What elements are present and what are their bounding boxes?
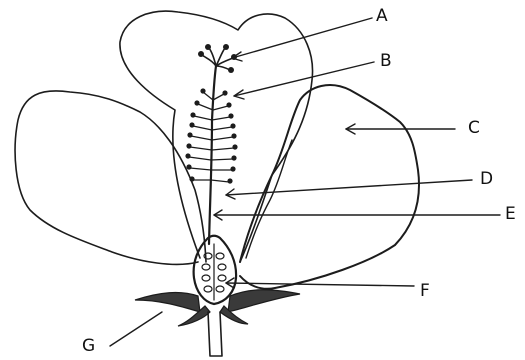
label-e: E xyxy=(505,206,516,223)
label-a: A xyxy=(376,8,388,25)
stigma xyxy=(198,44,237,73)
label-g: G xyxy=(82,338,96,355)
petal-top xyxy=(120,11,313,262)
pedicel xyxy=(208,312,222,356)
petal-right-inner xyxy=(246,140,292,258)
label-c: C xyxy=(468,120,480,137)
ovary xyxy=(194,236,236,304)
label-d: D xyxy=(480,171,494,188)
label-f: F xyxy=(420,283,430,300)
staminal-column xyxy=(209,66,216,244)
sepals xyxy=(135,290,300,326)
label-b: B xyxy=(380,53,392,70)
petal-right xyxy=(240,85,419,289)
